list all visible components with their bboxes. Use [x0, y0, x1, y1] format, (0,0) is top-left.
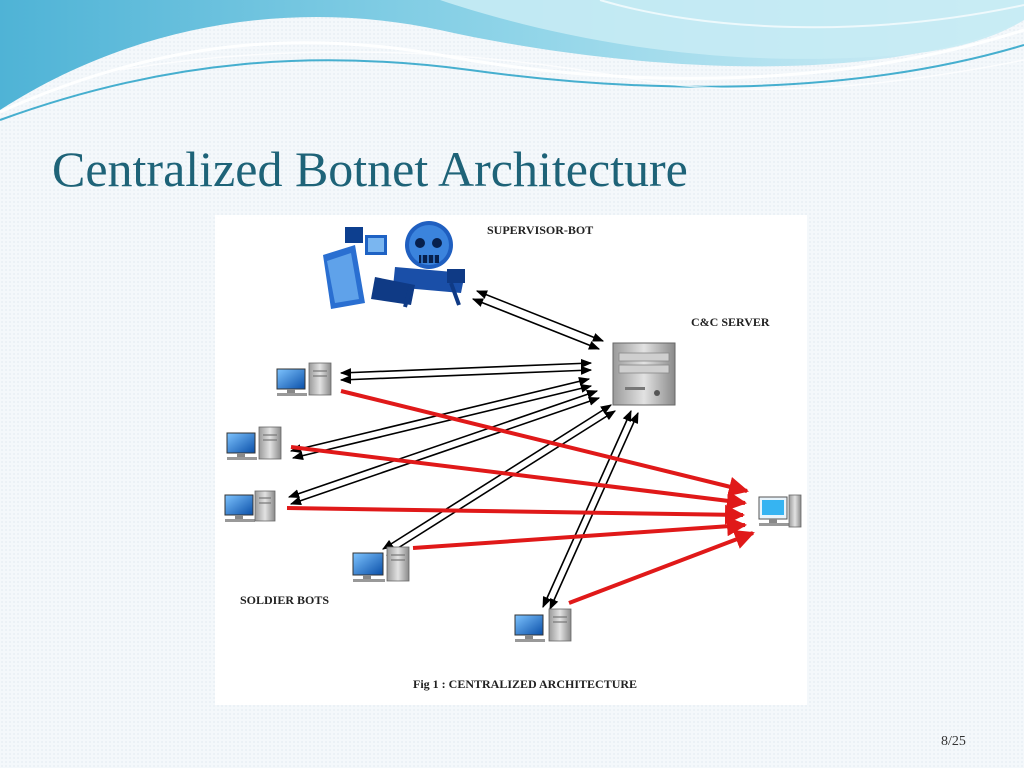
- supervisor-bot-label: SUPERVISOR-BOT: [487, 223, 593, 237]
- edge-cc-soldier-1: [339, 358, 593, 385]
- edge-cc-soldier-5: [542, 409, 639, 611]
- cc-server-icon: [612, 342, 676, 406]
- attack-edge-2: [290, 445, 747, 511]
- soldier-bot-5-icon: [514, 608, 572, 642]
- edge-supervisor-cc: [471, 290, 605, 350]
- botnet-diagram-svg: SUPERVISOR-BOT C&C SERVER SOLDIER BOTS F…: [224, 221, 802, 691]
- cc-server-label: C&C SERVER: [691, 315, 770, 329]
- soldier-bot-1-icon: [276, 362, 332, 396]
- header-wave-decoration: [0, 0, 1024, 121]
- soldier-bot-3-icon: [224, 490, 276, 522]
- attack-edge-3: [286, 504, 745, 525]
- soldier-bot-2-icon: [226, 426, 282, 460]
- victim-computer-icon: [758, 494, 802, 528]
- soldier-bots-label: SOLDIER BOTS: [240, 593, 329, 607]
- attack-edge-5: [568, 530, 755, 605]
- attack-edge-4: [412, 516, 747, 550]
- slide-title: Centralized Botnet Architecture: [52, 141, 688, 197]
- supervisor-bot-icon: [323, 221, 465, 309]
- soldier-bot-4-icon: [352, 546, 410, 582]
- page-number: 8/25: [941, 734, 966, 749]
- botnet-diagram: SUPERVISOR-BOT C&C SERVER SOLDIER BOTS F…: [215, 215, 807, 705]
- attack-edge-1: [340, 389, 749, 497]
- figure-caption: Fig 1 : CENTRALIZED ARCHITECTURE: [413, 677, 637, 691]
